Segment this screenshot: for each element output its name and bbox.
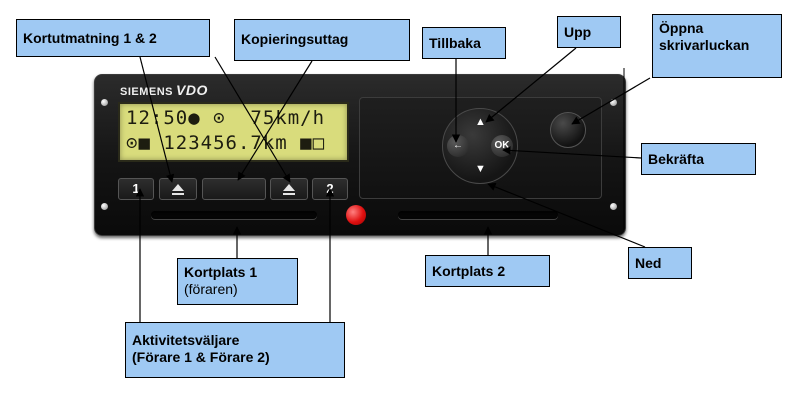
- label-open-printer: Öppna skrivarluckan: [652, 14, 782, 78]
- display-line-1: 12:50● ⊙ 75km/h: [126, 107, 326, 129]
- label-card-slot-2-text: Kortplats 2: [432, 263, 506, 279]
- label-back-text: Tillbaka: [429, 35, 481, 51]
- lcd-display: 12:50● ⊙ 75km/h ⊙■ 123456.7km ■□: [118, 102, 349, 162]
- status-led: [346, 205, 366, 225]
- open-printer-button[interactable]: [550, 112, 586, 148]
- label-activity-selector: Aktivitetsväljare (Förare 1 & Förare 2): [125, 322, 345, 378]
- back-arrow-icon: ←: [453, 140, 463, 151]
- display-line-2: ⊙■ 123456.7km ■□: [126, 132, 326, 154]
- label-up-text: Upp: [564, 24, 592, 40]
- activity-key-1[interactable]: 1: [118, 178, 154, 200]
- label-activity-selector-line1: Aktivitetsväljare: [132, 332, 240, 348]
- card-slot-1[interactable]: [151, 211, 317, 219]
- label-activity-selector-line2: (Förare 1 & Förare 2): [132, 349, 270, 365]
- up-arrow-icon[interactable]: ▲: [475, 116, 486, 128]
- label-card-slot-1-text: Kortplats 1: [184, 264, 258, 280]
- label-open-printer-line1: Öppna: [659, 20, 704, 36]
- screw: [610, 203, 617, 210]
- eject-icon: [283, 184, 295, 195]
- label-card-eject: Kortutmatning 1 & 2: [16, 19, 210, 57]
- screw: [610, 99, 617, 106]
- label-down-text: Ned: [635, 255, 662, 271]
- eject-icon: [172, 184, 184, 195]
- activity-key-2[interactable]: 2: [312, 178, 348, 200]
- eject-button-1[interactable]: [159, 178, 197, 200]
- label-card-slot-2: Kortplats 2: [425, 255, 550, 287]
- screw: [101, 203, 108, 210]
- card-slot-2[interactable]: [398, 211, 558, 219]
- down-arrow-icon[interactable]: ▼: [475, 163, 486, 175]
- label-card-slot-1-sub: (föraren): [184, 281, 238, 297]
- label-back: Tillbaka: [422, 27, 506, 59]
- label-up: Upp: [557, 16, 621, 48]
- eject-button-2[interactable]: [270, 178, 308, 200]
- label-card-slot-1: Kortplats 1 (föraren): [177, 258, 298, 305]
- brand-siemens: SIEMENS: [120, 86, 174, 98]
- label-copy-output-text: Kopieringsuttag: [241, 31, 349, 47]
- activity-key-2-label: 2: [326, 181, 334, 196]
- label-copy-output: Kopieringsuttag: [234, 19, 410, 61]
- ok-label: OK: [494, 140, 510, 151]
- activity-key-1-label: 1: [132, 181, 140, 196]
- ok-button[interactable]: OK: [491, 135, 513, 157]
- label-confirm-text: Bekräfta: [648, 151, 705, 167]
- navigation-pad: ← OK ▲ ▼: [442, 108, 518, 184]
- label-down: Ned: [628, 247, 692, 279]
- label-confirm: Bekräfta: [641, 143, 756, 175]
- copy-output-slot: [202, 178, 266, 200]
- back-button[interactable]: ←: [447, 135, 469, 157]
- label-card-eject-text: Kortutmatning 1 & 2: [23, 30, 157, 46]
- label-open-printer-line2: skrivarluckan: [659, 37, 750, 53]
- brand-vdo: VDO: [176, 82, 208, 98]
- screw: [101, 99, 108, 106]
